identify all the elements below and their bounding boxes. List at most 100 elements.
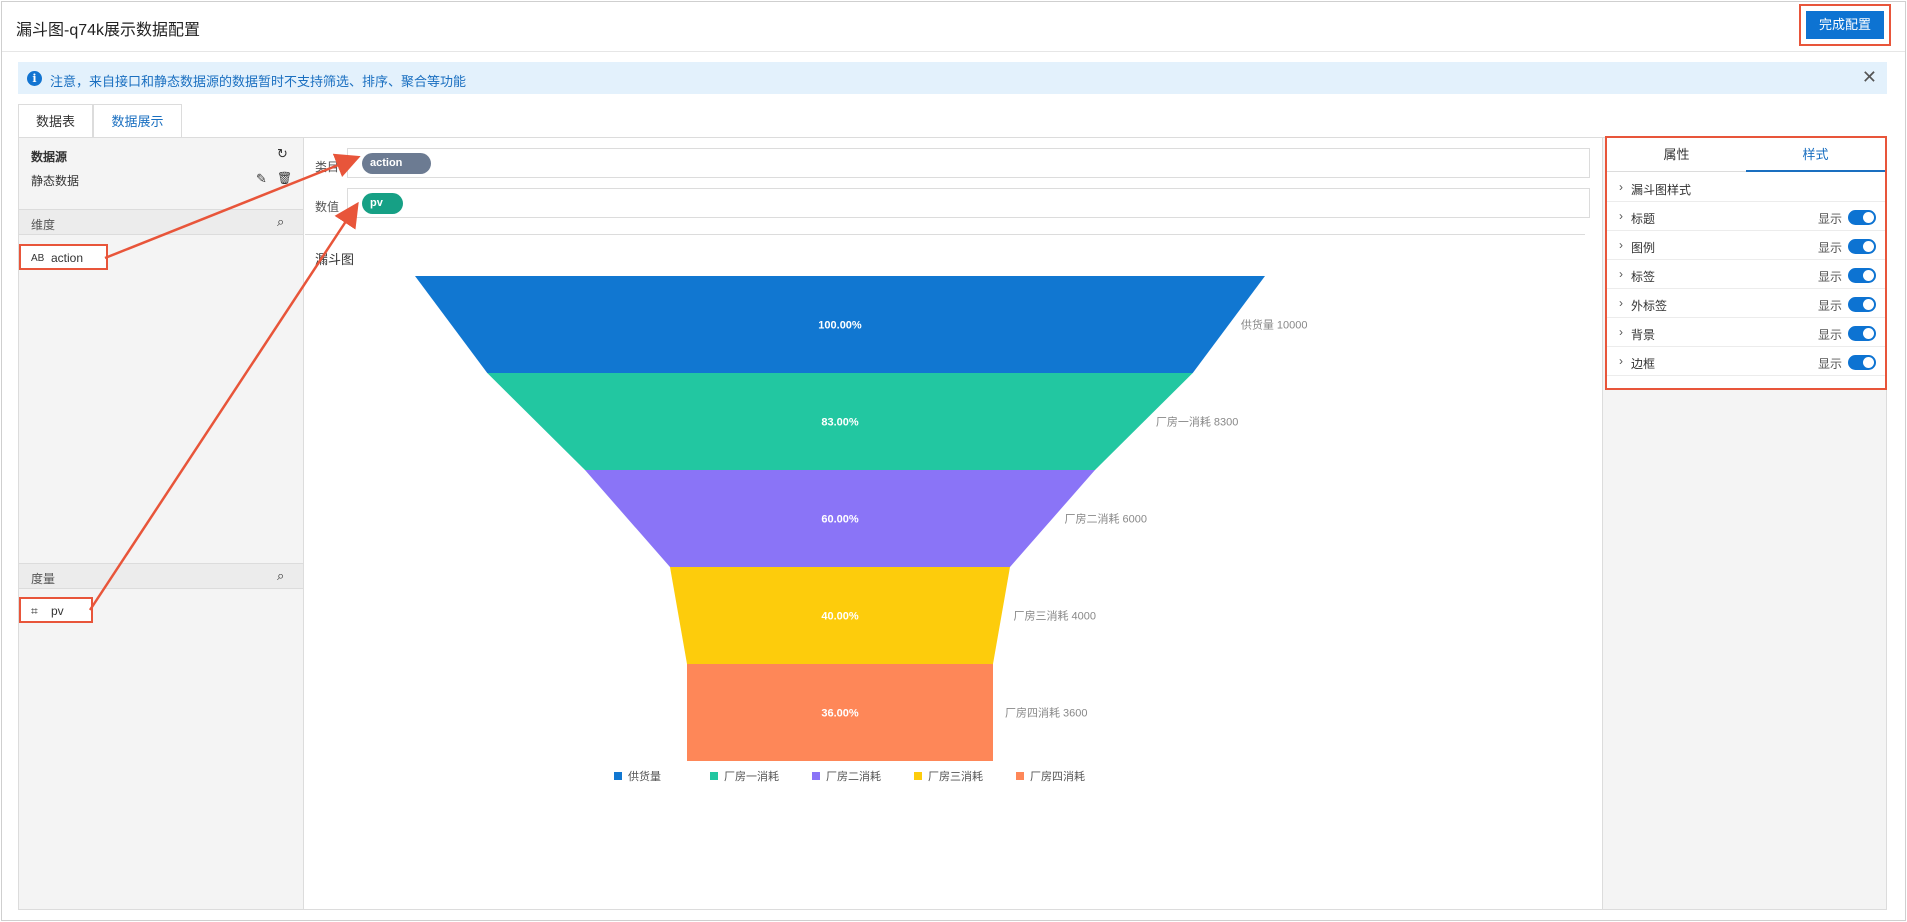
category-label: 类目 — [315, 160, 340, 174]
funnel-stage[interactable] — [670, 567, 1010, 664]
dimension-title: 维度 — [31, 218, 56, 232]
search-icon[interactable]: ⌕ — [277, 214, 285, 229]
legend-item[interactable]: 厂房四消耗 — [1030, 769, 1085, 783]
show-label: 显示 — [1818, 241, 1843, 255]
funnel-stage[interactable] — [585, 470, 1095, 567]
style-row[interactable]: › 背景 显示 — [1607, 319, 1885, 347]
info-icon: i — [27, 71, 42, 86]
toggle-knob — [1863, 299, 1874, 310]
legend-item[interactable]: 供货量 — [628, 769, 661, 783]
funnel-percent-label: 40.00% — [821, 611, 859, 623]
funnel-percent-label: 36.00% — [821, 708, 859, 720]
funnel-stage[interactable] — [687, 664, 993, 761]
measure-header: 度量 ⌕ — [19, 563, 303, 589]
tab-data-display[interactable]: 数据展示 — [93, 104, 182, 138]
funnel-outer-label: 厂房四消耗 3600 — [1005, 706, 1088, 720]
dimension-field-action[interactable]: AB action — [19, 244, 108, 270]
tab-properties[interactable]: 属性 — [1607, 138, 1746, 172]
dimension-header: 维度 ⌕ — [19, 209, 303, 235]
show-toggle[interactable] — [1848, 297, 1876, 312]
done-config-button[interactable]: 完成配置 — [1806, 11, 1884, 39]
legend-item[interactable]: 厂房二消耗 — [826, 769, 881, 783]
funnel-outer-label: 厂房二消耗 6000 — [1065, 512, 1148, 526]
chevron-right-icon: › — [1619, 238, 1623, 252]
funnel-stage[interactable] — [487, 373, 1193, 470]
funnel-chart: 100.00% 供货量 10000 83.00% 厂房一消耗 8300 60.00% 厂房… — [415, 276, 1308, 783]
toggle-knob — [1863, 212, 1874, 223]
toggle-knob — [1863, 270, 1874, 281]
legend-swatch[interactable] — [812, 772, 820, 780]
show-toggle[interactable] — [1848, 210, 1876, 225]
tab-data-table[interactable]: 数据表 — [18, 104, 93, 138]
show-toggle[interactable] — [1848, 268, 1876, 283]
funnel-stage[interactable] — [415, 276, 1265, 373]
style-row-label: 标签 — [1631, 270, 1656, 284]
funnel-percent-label: 83.00% — [821, 417, 859, 429]
chevron-right-icon: › — [1619, 267, 1623, 281]
funnel-percent-label: 100.00% — [818, 320, 862, 332]
datasource-title: 数据源 — [31, 150, 68, 164]
funnel-outer-label: 厂房三消耗 4000 — [1014, 609, 1097, 623]
style-row[interactable]: › 图例 显示 — [1607, 232, 1885, 260]
notice-banner: i 注意，来自接口和静态数据源的数据暂时不支持筛选、排序、聚合等功能 ✕ — [18, 62, 1887, 94]
show-toggle[interactable] — [1848, 239, 1876, 254]
delete-icon[interactable]: 🗑 — [277, 171, 293, 185]
style-row[interactable]: › 外标签 显示 — [1607, 290, 1885, 318]
dimension-field-name: action — [51, 251, 84, 265]
close-icon[interactable]: ✕ — [1861, 67, 1877, 87]
text-type-icon: AB — [31, 253, 45, 264]
style-row-label: 背景 — [1631, 328, 1656, 342]
value-label: 数值 — [315, 200, 340, 214]
legend-swatch[interactable] — [710, 772, 718, 780]
show-label: 显示 — [1818, 299, 1843, 313]
search-icon[interactable]: ⌕ — [277, 568, 285, 583]
style-row-label: 标题 — [1631, 212, 1656, 226]
style-row[interactable]: ›标题显示 — [1607, 203, 1885, 231]
datasource-value: 静态数据 — [31, 174, 80, 188]
chevron-right-icon: › — [1619, 354, 1623, 368]
show-toggle[interactable] — [1848, 326, 1876, 341]
measure-title: 度量 — [31, 572, 56, 586]
legend-item[interactable]: 厂房一消耗 — [724, 769, 779, 783]
field-panel: 数据源 ↻ 静态数据 ✎ 🗑 维度 ⌕ AB action 度量 ⌕ ⌗ pv — [19, 138, 304, 909]
value-pill[interactable]: pv — [362, 193, 403, 214]
toggle-knob — [1863, 241, 1874, 252]
category-pill[interactable]: action — [362, 153, 431, 174]
style-row[interactable]: › 边框 显示 — [1607, 348, 1885, 376]
style-row-label: 漏斗图样式 — [1631, 183, 1692, 197]
funnel-outer-label: 供货量 10000 — [1241, 318, 1308, 332]
style-sidebar: 属性 样式 ›漏斗图样式›标题显示›图例显示›标签显示›外标签显示›背景显示›边… — [1602, 136, 1887, 909]
refresh-icon[interactable]: ↻ — [277, 146, 288, 161]
show-toggle[interactable] — [1848, 355, 1876, 370]
legend-swatch[interactable] — [614, 772, 622, 780]
workspace: 数据源 ↻ 静态数据 ✎ 🗑 维度 ⌕ AB action 度量 ⌕ ⌗ pv — [18, 136, 1887, 910]
chevron-right-icon: › — [1619, 325, 1623, 339]
top-bar: 漏斗图-q74k展示数据配置 完成配置 — [2, 2, 1905, 52]
legend-item[interactable]: 厂房三消耗 — [928, 769, 983, 783]
style-row-label: 外标签 — [1631, 299, 1668, 313]
notice-text: 注意，来自接口和静态数据源的数据暂时不支持筛选、排序、聚合等功能 — [50, 74, 467, 89]
style-row[interactable]: › 标签 显示 — [1607, 261, 1885, 289]
show-label: 显示 — [1818, 212, 1843, 226]
style-row-label: 图例 — [1631, 241, 1656, 255]
measure-field-pv[interactable]: ⌗ pv — [19, 597, 93, 623]
funnel-outer-label: 厂房一消耗 8300 — [1156, 415, 1239, 429]
category-dropzone[interactable]: action — [347, 148, 1590, 178]
style-row[interactable]: ›漏斗图样式 — [1607, 174, 1885, 202]
tab-style[interactable]: 样式 — [1746, 138, 1885, 172]
show-label: 显示 — [1818, 270, 1843, 284]
edit-icon[interactable]: ✎ — [256, 171, 267, 186]
style-panel-highlight: 属性 样式 ›漏斗图样式›标题显示›图例显示›标签显示›外标签显示›背景显示›边… — [1605, 136, 1887, 390]
show-label: 显示 — [1818, 328, 1843, 342]
done-button-highlight: 完成配置 — [1799, 4, 1891, 46]
style-row-label: 边框 — [1631, 357, 1656, 371]
value-dropzone[interactable]: pv — [347, 188, 1590, 218]
show-label: 显示 — [1818, 357, 1843, 371]
chevron-right-icon: › — [1619, 296, 1623, 310]
legend-swatch[interactable] — [1016, 772, 1024, 780]
page-title: 漏斗图-q74k展示数据配置 — [16, 22, 201, 39]
funnel-percent-label: 60.00% — [821, 514, 859, 526]
legend-swatch[interactable] — [914, 772, 922, 780]
